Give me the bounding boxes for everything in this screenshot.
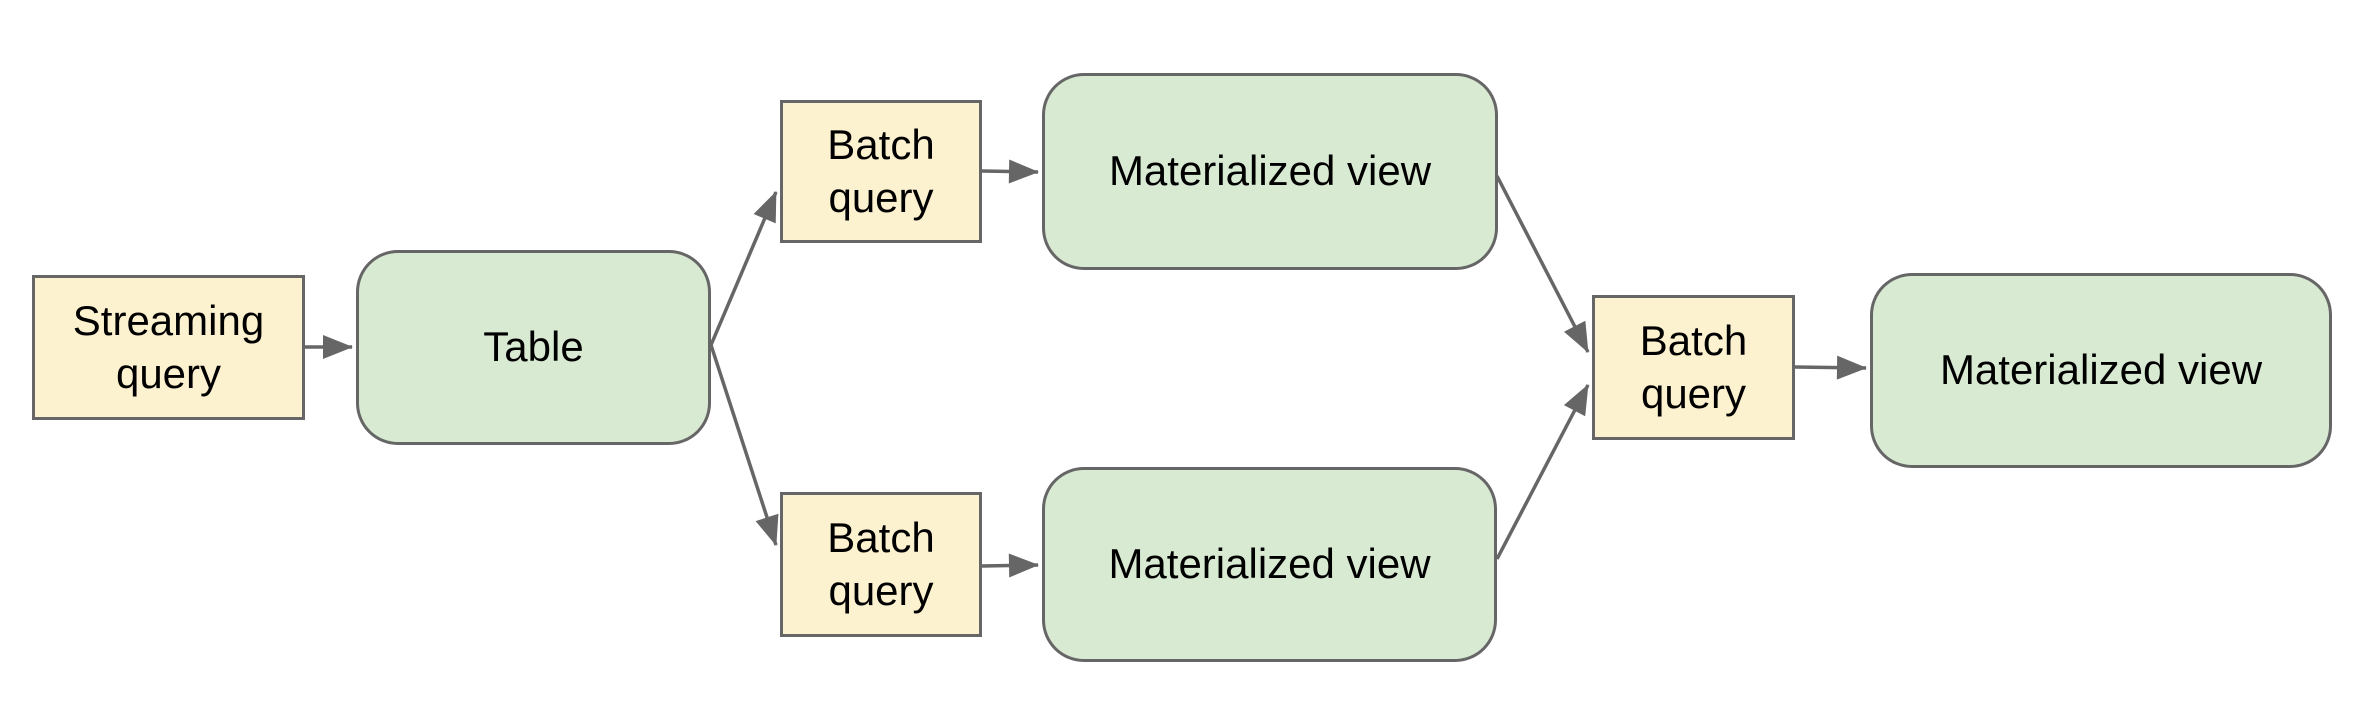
node-label: Batch query [827, 121, 935, 221]
node-batch-query-right: Batch query [1592, 295, 1795, 440]
node-label: Batch query [1639, 317, 1748, 417]
node-batch-query-top: Batch query [780, 100, 982, 243]
arrow-table-to-batch-query-top [709, 191, 778, 346]
node-label: Materialized view [1108, 147, 1432, 195]
arrow-batch-query-top-to-materialized-view-top [981, 159, 1039, 184]
node-label: Streaming query [72, 297, 265, 397]
arrow-batch-query-bottom-to-materialized-view-bottom [981, 553, 1039, 578]
node-materialized-view-bottom: Materialized view [1042, 467, 1497, 662]
arrow-table-to-batch-query-bottom [709, 344, 779, 546]
arrow-materialized-view-top-to-batch-query-right [1495, 175, 1590, 353]
node-label: Materialized view [1939, 346, 2263, 394]
node-label: Table [483, 323, 584, 371]
node-table: Table [356, 250, 711, 445]
arrow-materialized-view-bottom-to-batch-query-right [1495, 384, 1590, 560]
node-batch-query-bottom: Batch query [780, 492, 982, 637]
arrow-batch-query-right-to-materialized-view-final [1794, 355, 1867, 380]
node-materialized-view-top: Materialized view [1042, 73, 1498, 270]
node-materialized-view-final: Materialized view [1870, 273, 2332, 468]
node-label: Batch query [827, 514, 935, 614]
node-label: Materialized view [1108, 540, 1431, 588]
node-streaming-query: Streaming query [32, 275, 305, 420]
